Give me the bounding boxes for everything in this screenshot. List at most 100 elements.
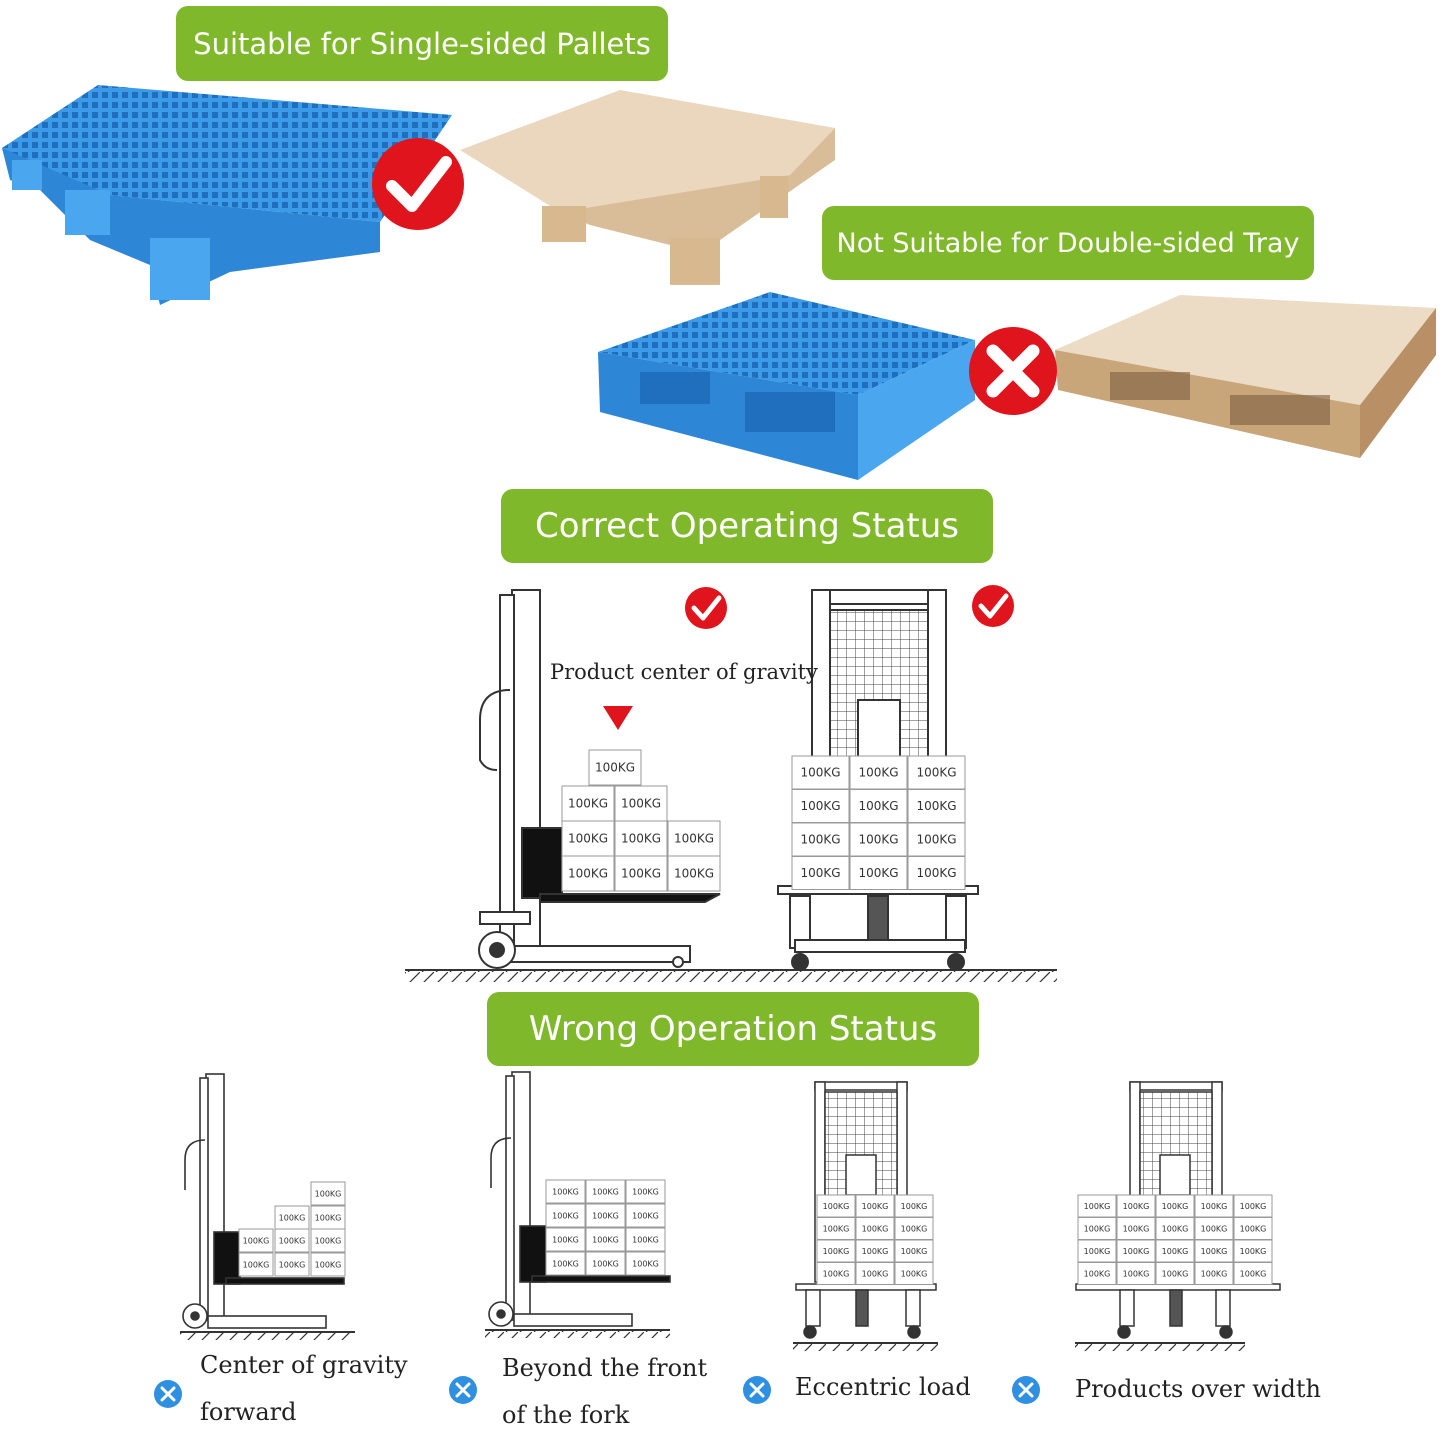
x-circle-icon bbox=[743, 1376, 771, 1404]
box bbox=[667, 820, 721, 857]
box-label: 100KG bbox=[315, 1260, 342, 1269]
box bbox=[238, 1228, 274, 1253]
box-label: 100KG bbox=[858, 866, 898, 880]
box bbox=[614, 820, 668, 857]
ground-line bbox=[405, 969, 1057, 982]
box bbox=[816, 1262, 856, 1285]
x-circle-icon bbox=[1012, 1376, 1040, 1404]
box-label: 100KG bbox=[901, 1269, 928, 1278]
box-label: 100KG bbox=[1084, 1224, 1111, 1233]
double-sided-blue-pallet bbox=[598, 292, 975, 480]
box bbox=[849, 856, 908, 890]
caption-line-1: Products over width bbox=[1075, 1375, 1321, 1403]
ground-line bbox=[793, 1342, 938, 1351]
box bbox=[274, 1228, 310, 1253]
box bbox=[1233, 1262, 1273, 1285]
box-label: 100KG bbox=[632, 1211, 659, 1220]
box-label: 100KG bbox=[568, 832, 608, 846]
box-label: 100KG bbox=[674, 867, 714, 881]
banner-double-sided: Not Suitable for Double-sided Tray bbox=[822, 206, 1314, 280]
box-label: 100KG bbox=[1201, 1202, 1228, 1211]
box bbox=[310, 1228, 346, 1253]
box-label: 100KG bbox=[862, 1247, 889, 1256]
box-label: 100KG bbox=[916, 833, 956, 847]
single-sided-blue-pallet bbox=[2, 85, 452, 305]
box bbox=[849, 789, 908, 823]
ground-line bbox=[1075, 1342, 1245, 1351]
box-label: 100KG bbox=[1084, 1247, 1111, 1256]
box-label: 100KG bbox=[592, 1187, 619, 1196]
box bbox=[907, 789, 966, 823]
box bbox=[238, 1252, 274, 1277]
box-label: 100KG bbox=[592, 1259, 619, 1268]
box-label: 100KG bbox=[621, 797, 661, 811]
box bbox=[625, 1227, 666, 1252]
box-label: 100KG bbox=[632, 1259, 659, 1268]
box bbox=[1077, 1262, 1117, 1285]
box-label: 100KG bbox=[823, 1247, 850, 1256]
box bbox=[849, 822, 908, 857]
wrong-case-3-stacker bbox=[795, 1081, 937, 1339]
box-label: 100KG bbox=[858, 799, 898, 813]
wrong-case-2-stacker bbox=[488, 1071, 671, 1327]
box-label: 100KG bbox=[674, 832, 714, 846]
box-label: 100KG bbox=[315, 1236, 342, 1245]
box bbox=[545, 1203, 586, 1228]
cross-badge-icon bbox=[969, 327, 1057, 415]
box-label: 100KG bbox=[243, 1236, 270, 1245]
box bbox=[614, 785, 668, 822]
caption-line-1: Beyond the front bbox=[502, 1354, 708, 1382]
banner-wrong-status: Wrong Operation Status bbox=[487, 992, 979, 1066]
box bbox=[791, 755, 850, 790]
box-label: 100KG bbox=[552, 1211, 579, 1220]
caption-line-1: Eccentric load bbox=[795, 1373, 971, 1401]
box-label: 100KG bbox=[1201, 1224, 1228, 1233]
ground-line bbox=[485, 1329, 670, 1338]
box-label: 100KG bbox=[279, 1260, 306, 1269]
caption-line-2: forward bbox=[200, 1398, 297, 1426]
box bbox=[545, 1179, 586, 1204]
box bbox=[310, 1252, 346, 1277]
box-label: 100KG bbox=[552, 1235, 579, 1244]
box-label: 100KG bbox=[901, 1224, 928, 1233]
box bbox=[561, 785, 615, 822]
check-badge-icon bbox=[685, 587, 727, 629]
box-label: 100KG bbox=[592, 1211, 619, 1220]
box bbox=[561, 855, 615, 892]
box-label: 100KG bbox=[595, 761, 635, 775]
box-label: 100KG bbox=[1162, 1224, 1189, 1233]
box-label: 100KG bbox=[279, 1213, 306, 1222]
box-label: 100KG bbox=[901, 1202, 928, 1211]
box-label: 100KG bbox=[279, 1236, 306, 1245]
box-label: 100KG bbox=[1123, 1269, 1150, 1278]
wrong-case-2-boxes: 100KG 100KG 100KG 100KG 100KG 100KG 100KG 100KG… bbox=[545, 1179, 666, 1276]
box-label: 100KG bbox=[1240, 1247, 1267, 1256]
gravity-caption: Product center of gravity bbox=[550, 660, 818, 684]
box-label: 100KG bbox=[632, 1235, 659, 1244]
box-label: 100KG bbox=[1240, 1269, 1267, 1278]
box-label: 100KG bbox=[552, 1187, 579, 1196]
box bbox=[855, 1262, 895, 1285]
caption-line-2: of the fork bbox=[502, 1401, 630, 1429]
box-label: 100KG bbox=[1201, 1247, 1228, 1256]
box-label: 100KG bbox=[1084, 1269, 1111, 1278]
box-label: 100KG bbox=[621, 832, 661, 846]
box bbox=[585, 1179, 626, 1204]
box-label: 100KG bbox=[823, 1224, 850, 1233]
box-label: 100KG bbox=[1162, 1247, 1189, 1256]
box-label: 100KG bbox=[901, 1247, 928, 1256]
caption-line-1: Center of gravity bbox=[200, 1351, 408, 1379]
box-label: 100KG bbox=[1123, 1224, 1150, 1233]
check-badge-icon bbox=[972, 585, 1014, 627]
box bbox=[585, 1251, 626, 1276]
box bbox=[625, 1251, 666, 1276]
box-label: 100KG bbox=[243, 1260, 270, 1269]
box bbox=[585, 1203, 626, 1228]
wrong-case-4-caption: Products over width bbox=[1075, 1366, 1321, 1413]
box-label: 100KG bbox=[1162, 1202, 1189, 1211]
box-label: 100KG bbox=[858, 766, 898, 780]
box bbox=[310, 1181, 346, 1206]
